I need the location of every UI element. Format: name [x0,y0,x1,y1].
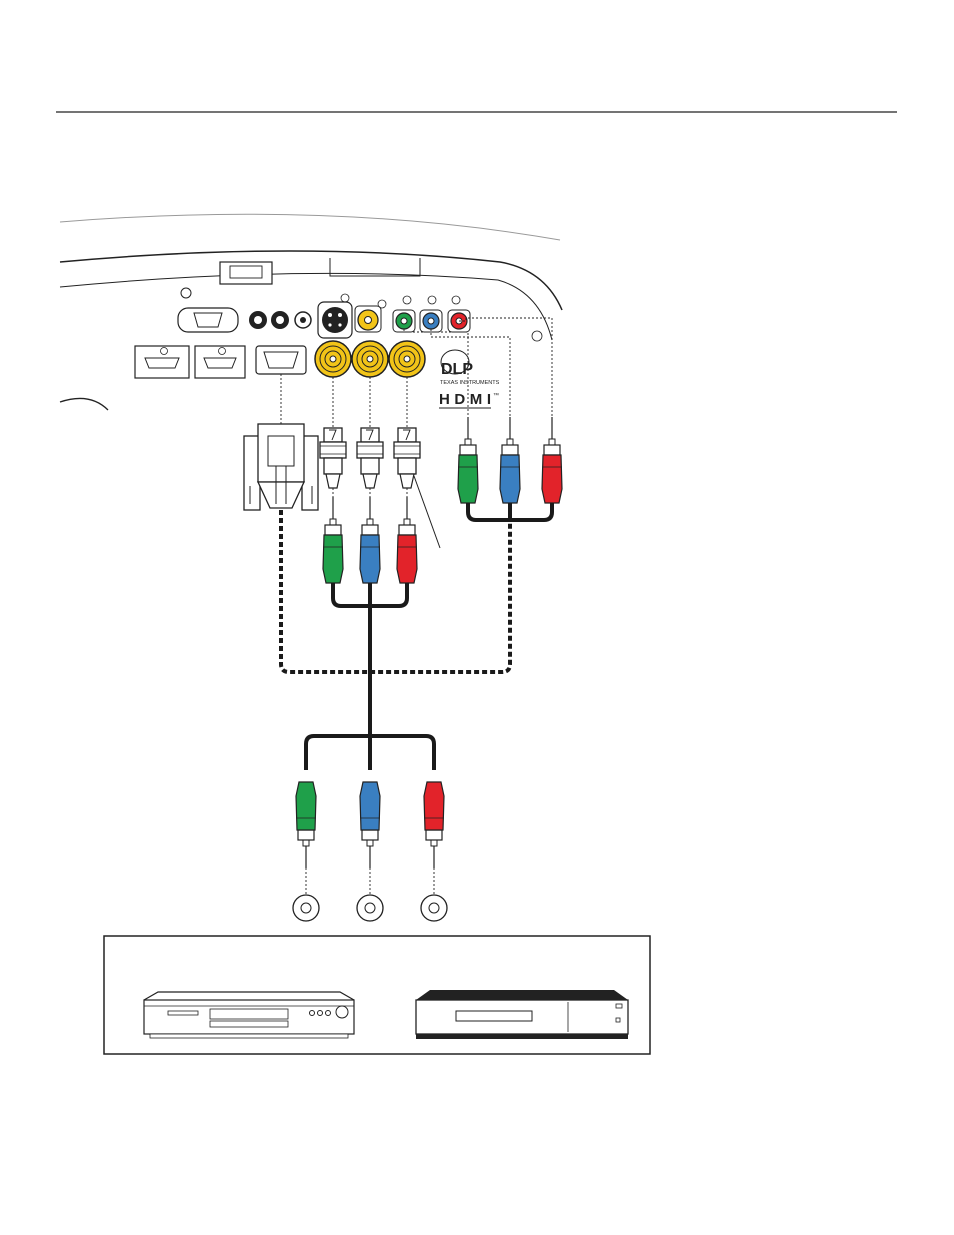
hdmi-logo: HDMI ™ [439,391,499,408]
hdmi-logo-tm: ™ [493,392,499,399]
hdmi-logo-text: HDMI [439,391,491,408]
dvd-player-icon [144,992,354,1038]
dlp-logo-text: DLP [441,361,473,378]
bnc-plug-icon [320,428,420,488]
vga-plug-icon [244,424,318,510]
callout-line [414,476,440,548]
dlp-logo: DLP TEXAS INSTRUMENTS [440,350,500,386]
dashed-cable [281,510,510,672]
vcr-icon [416,990,628,1039]
rca-plug-icon [458,417,562,503]
rca-jack-icon [293,895,447,921]
dlp-logo-subtext: TEXAS INSTRUMENTS [440,380,500,386]
rca-plug-icon [296,782,444,868]
rca-plug-icon [323,497,417,583]
